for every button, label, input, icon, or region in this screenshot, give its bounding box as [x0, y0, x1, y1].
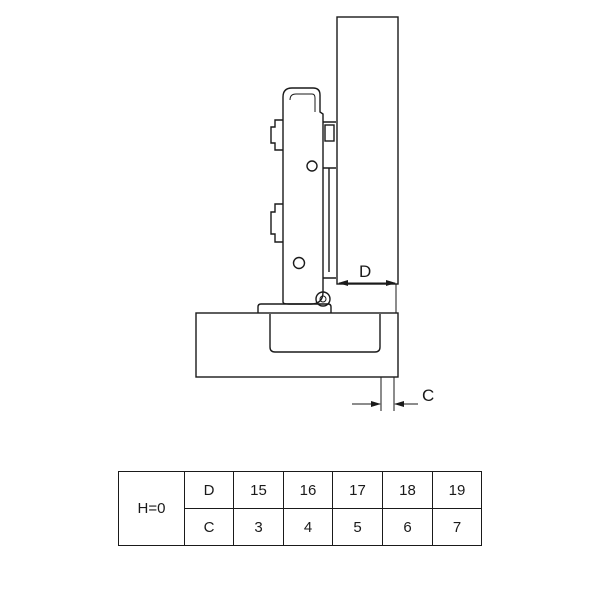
hinge-arm-inner-edge — [289, 93, 316, 112]
row-label-d: D — [184, 471, 234, 509]
adjust-screw-upper — [270, 119, 283, 151]
d-arrow-right — [386, 280, 396, 286]
hinge-diagram: D C — [195, 16, 434, 411]
pivot-middle — [292, 256, 306, 270]
d-value: 15 — [233, 471, 284, 509]
d-value: 16 — [283, 471, 333, 509]
d-value: 19 — [432, 471, 482, 509]
d-value: 18 — [382, 471, 433, 509]
c-value: 6 — [382, 508, 433, 546]
table-row: H=0 D 15 16 17 18 19 — [118, 471, 482, 546]
c-value: 3 — [233, 508, 284, 546]
cabinet-side — [195, 312, 399, 378]
d-value: 17 — [332, 471, 383, 509]
pivot-upper — [306, 160, 318, 172]
table-row: C 3 4 5 6 7 — [119, 508, 482, 546]
c-value: 4 — [283, 508, 333, 546]
hinge-linkage — [323, 121, 336, 279]
dimension-table: H=0 D 15 16 17 18 19 C 3 4 5 6 7 — [118, 471, 482, 546]
overlay-height-cell: H=0 — [118, 471, 185, 546]
d-arrow-left — [338, 280, 348, 286]
pivot-lower-pin — [319, 295, 327, 303]
c-dimension-label: C — [422, 386, 434, 405]
adjust-screw-lower — [270, 203, 283, 243]
hinge-cup — [269, 314, 381, 353]
d-dimension-label: D — [359, 262, 371, 281]
door-panel — [336, 16, 399, 285]
c-value: 7 — [432, 508, 482, 546]
pivot-lower — [315, 291, 331, 307]
c-arrow-right — [394, 401, 404, 407]
linkage-block — [324, 124, 335, 142]
row-label-c: C — [184, 508, 234, 546]
c-value: 5 — [332, 508, 383, 546]
hinge-arm — [282, 87, 324, 305]
c-arrow-left — [371, 401, 381, 407]
